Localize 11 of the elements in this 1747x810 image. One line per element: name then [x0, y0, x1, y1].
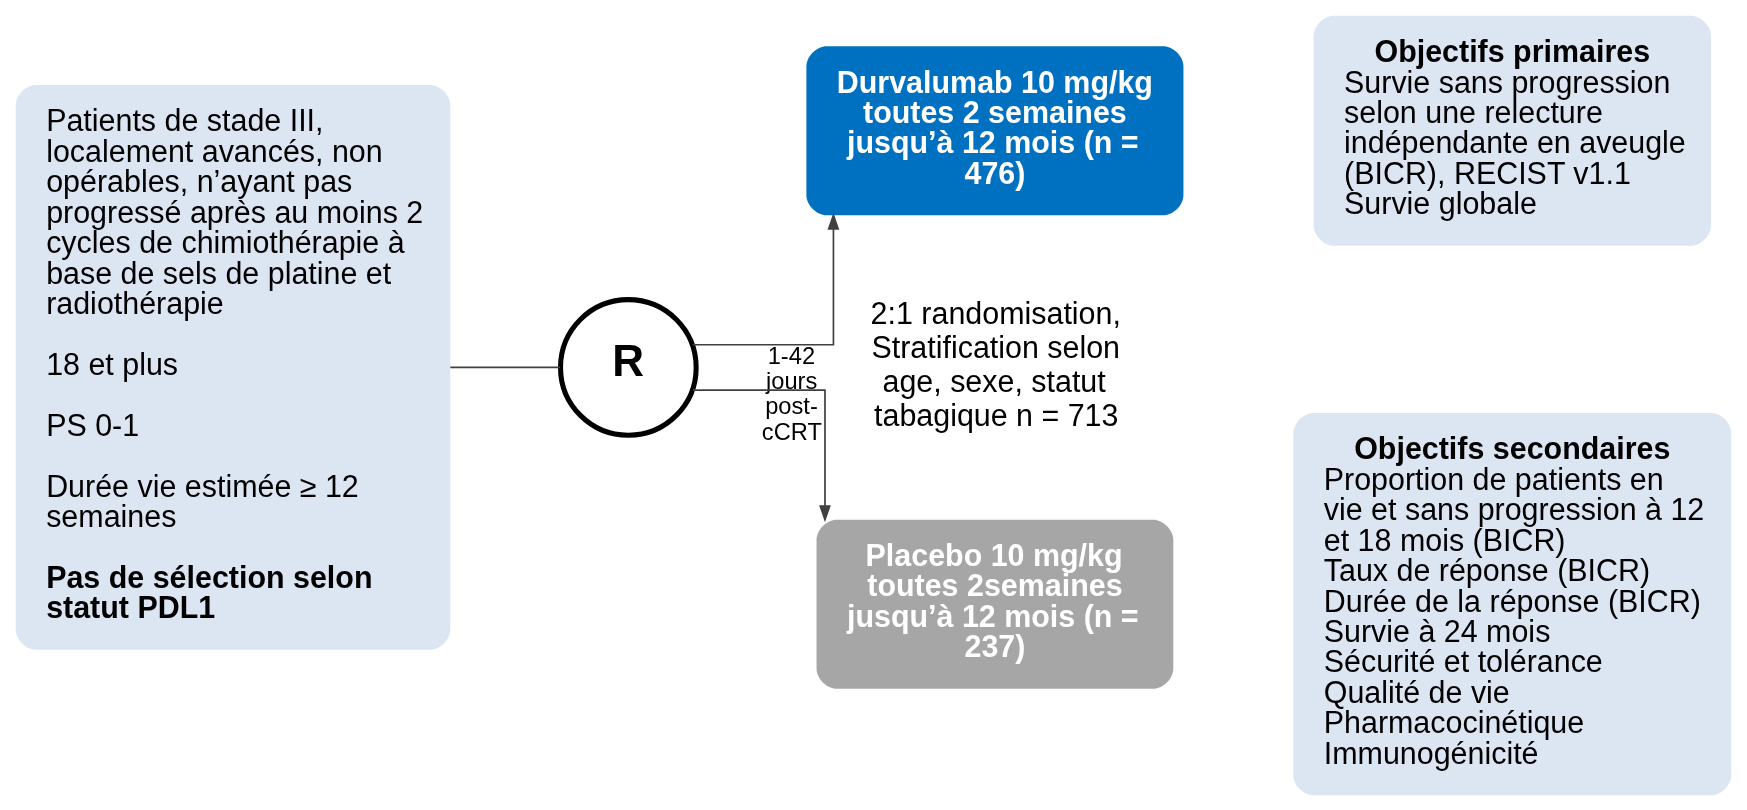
node-box: Objectifs primaires Survie sans progression selon une relecture indépendante en aveugle (BICR), RECIST v1.1 Survie globale [1313, 15, 1711, 246]
node-box: Durvalumab 10 mg/kg toutes 2 semaines jusqu’à 12 mois (n = 476) [806, 45, 1184, 215]
node-box: Patients de stade III, localement avancés, non opérables, n’ayant pas progressé après au moins 2 cycles de chimiothérapie à base de sels de platine et radiothérapie 18 et plus PS 0-1 Durée vie estimée ≥ 12 semaines Pas de sélection selon statut PDL1 [15, 84, 451, 650]
label: 2:1 randomisation, Stratification selon age, sexe, statut tabagique n = 713 [870, 295, 1121, 432]
arrow [691, 388, 831, 522]
node-circle: R [558, 296, 699, 438]
node-box: Objectifs secondaires Proportion de patients en vie et sans progression à 12 et 18 mois (BICR) Taux de réponse (BICR) Durée de la réponse (BICR) Survie à 24 mois Sécurité et tolérance Qualité de vie Pharmacocinétique Immunogénicité [1293, 412, 1732, 795]
connector [449, 366, 561, 368]
arrow [691, 212, 840, 346]
node-box: Placebo 10 mg/kg toutes 2semaines jusqu’à 12 mois (n = 237) [816, 519, 1174, 689]
edge-label: 1-42 jours post-cCRT [761, 342, 822, 445]
